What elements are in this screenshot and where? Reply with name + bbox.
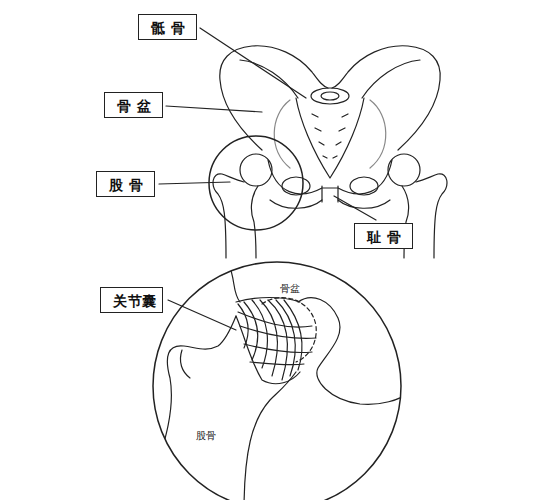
capsule-fibre	[238, 312, 312, 327]
femur	[213, 174, 244, 258]
capsule-fibre	[284, 300, 302, 370]
label-box: 骶骨	[138, 14, 197, 40]
label-box: 耻骨	[354, 223, 413, 249]
capsule-fibre	[268, 300, 287, 380]
leader-line	[200, 28, 306, 98]
femur	[180, 350, 190, 378]
capsule-fibre	[252, 300, 267, 368]
label-box: 骨盆	[104, 92, 163, 118]
femoral-head	[240, 154, 272, 186]
part-name: 骶骨	[151, 20, 196, 36]
femoral-head	[388, 154, 420, 186]
femur	[150, 316, 236, 490]
sacral-promontory	[321, 92, 339, 100]
sacrum	[296, 98, 364, 178]
part-name: 耻骨	[367, 229, 412, 245]
pelvic-brim	[274, 100, 386, 168]
femur	[416, 174, 447, 258]
magnifier-circle	[209, 136, 303, 230]
leader-line	[159, 182, 230, 184]
label-box: 股骨	[96, 171, 155, 197]
capsule-fibre	[240, 326, 316, 338]
part-name: 股骨	[194, 430, 218, 442]
part-name: 骨盆	[278, 283, 302, 295]
femur	[251, 186, 258, 258]
leader-line	[168, 300, 236, 330]
label-box: 关节囊	[100, 287, 163, 313]
part-name: 股骨	[109, 177, 154, 193]
obturator-foramen	[350, 177, 378, 195]
sacral-promontory	[311, 88, 349, 104]
symphysis	[322, 186, 338, 202]
pubis	[270, 200, 390, 208]
part-name: 骨盆	[117, 98, 162, 114]
leader-line	[166, 106, 262, 112]
iliac-wing	[362, 60, 420, 98]
part-name: 关节囊	[113, 293, 162, 309]
pelvis-bone	[298, 298, 410, 405]
pubis	[268, 160, 392, 194]
pelvis-bone	[228, 262, 240, 302]
capsule-fibre	[244, 344, 312, 353]
inset-circle	[153, 262, 401, 500]
obturator-foramen	[282, 177, 310, 195]
femur	[244, 372, 296, 500]
capsule-fibre	[250, 362, 304, 365]
iliac-wing	[240, 60, 298, 98]
leader-line	[334, 196, 376, 220]
capsule-edge	[236, 316, 300, 384]
sacral-foramina	[312, 114, 348, 158]
capsule-edge	[236, 298, 300, 303]
